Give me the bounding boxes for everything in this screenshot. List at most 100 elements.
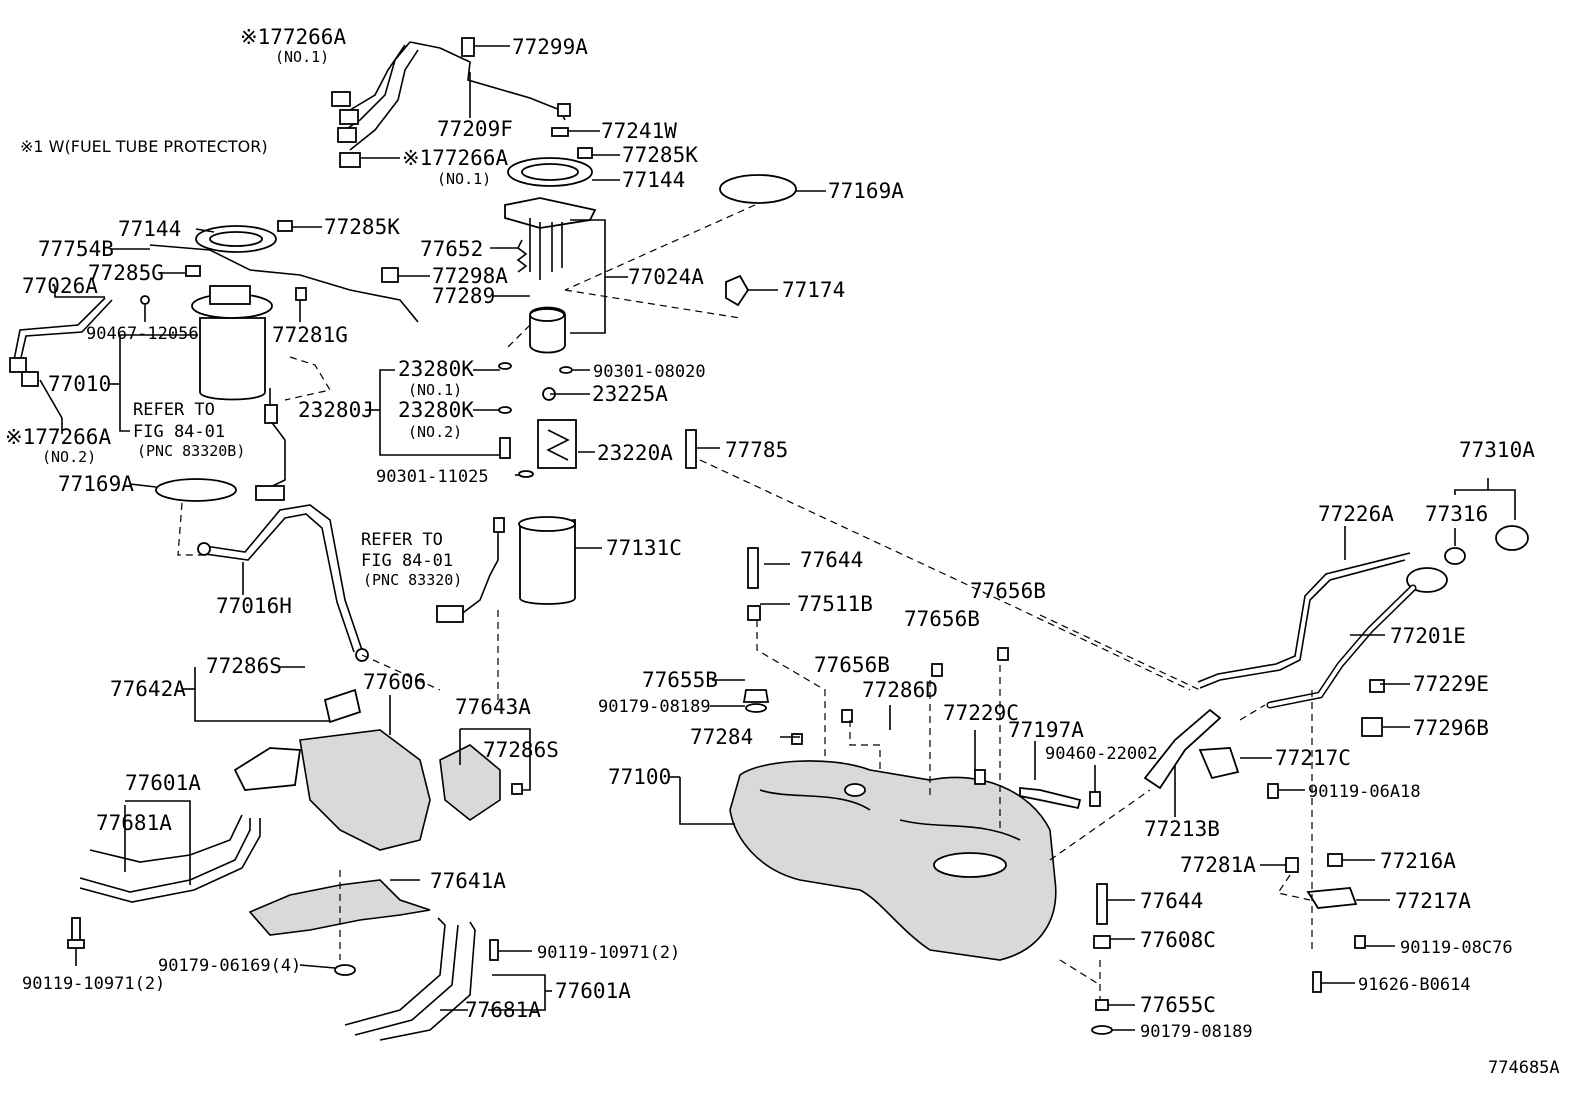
label-77606: 77606 — [363, 670, 426, 694]
label-77209F: 77209F — [437, 117, 513, 141]
label-refer-to-2: REFER TO — [361, 530, 443, 550]
label-77266A-no1-mid: ※177266A — [402, 146, 508, 170]
label-77217A: 77217A — [1395, 889, 1471, 913]
label-77299A: 77299A — [512, 35, 588, 59]
vent-tube — [149, 244, 419, 323]
label-77754B: 77754B — [38, 237, 114, 261]
label-77601A-a: 77601A — [125, 771, 201, 795]
label-77785: 77785 — [725, 438, 788, 462]
label-refer-pnc-1: (PNC 83320B) — [137, 442, 245, 460]
label-77197A: 77197A — [1008, 718, 1084, 742]
fuel-pump-assembly — [504, 197, 597, 354]
label-77131C: 77131C — [606, 536, 682, 560]
filler-pipe — [1197, 525, 1529, 709]
fuel-pump-module — [498, 362, 577, 478]
label-77169A-lower: 77169A — [58, 472, 134, 496]
sender-wiring — [259, 388, 286, 493]
label-77655C: 77655C — [1140, 993, 1216, 1017]
label-90119-10971-a: 90119-10971(2) — [22, 974, 165, 994]
label-77281A: 77281A — [1180, 853, 1256, 877]
label-77286S-a: 77286S — [206, 654, 282, 678]
label-77285G: 77285G — [88, 261, 164, 285]
label-77310A: 77310A — [1459, 438, 1535, 462]
label-90119-10971-b: 90119-10971(2) — [537, 943, 680, 963]
label-77284: 77284 — [690, 725, 753, 749]
label-refer-fig-2: FIG 84-01 — [361, 551, 453, 571]
label-77226A: 77226A — [1318, 502, 1394, 526]
label-refer-fig-1: FIG 84-01 — [133, 422, 225, 442]
label-23280K-no1: 23280K — [398, 357, 474, 381]
label-77213B: 77213B — [1144, 817, 1220, 841]
label-90301-08020: 90301-08020 — [593, 362, 706, 382]
label-77026A: 77026A — [22, 274, 98, 298]
label-77281G: 77281G — [272, 323, 348, 347]
harness-assembly — [331, 37, 593, 168]
label-77642A: 77642A — [110, 677, 186, 701]
label-77266A-no1-top: ※177266A — [240, 25, 346, 49]
label-23280K-no2-sub: (NO.2) — [408, 423, 462, 441]
label-90301-11025: 90301-11025 — [376, 467, 489, 487]
label-23225A: 23225A — [592, 382, 668, 406]
fuel-tank — [729, 760, 1057, 961]
label-90179-06169: 90179-06169(4) — [158, 956, 301, 976]
label-23220A: 23220A — [597, 441, 673, 465]
gasket-ring-upper — [719, 174, 797, 204]
label-77010: 77010 — [48, 372, 111, 396]
label-77656B-b: 77656B — [904, 607, 980, 631]
label-77511B: 77511B — [797, 592, 873, 616]
label-77266A-no1-mid-sub: (NO.1) — [437, 170, 491, 188]
protector-77643A — [439, 744, 501, 821]
connector-77785 — [685, 429, 697, 469]
label-77681A-a: 77681A — [96, 811, 172, 835]
label-77144-left: 77144 — [118, 217, 181, 241]
label-90119-06A18: 90119-06A18 — [1308, 782, 1421, 802]
note-fuel-tube-protector: ※1 W(FUEL TUBE PROTECTOR) — [20, 137, 268, 156]
label-77608C: 77608C — [1140, 928, 1216, 952]
label-77285K-top: 77285K — [622, 143, 698, 167]
fuel-tube-77016H — [204, 504, 363, 651]
label-refer-to-1: REFER TO — [133, 400, 215, 420]
label-77644-lower: 77644 — [1140, 889, 1203, 913]
label-77656B-a: 77656B — [970, 579, 1046, 603]
label-90179-08189-a: 90179-08189 — [598, 697, 711, 717]
label-77652: 77652 — [420, 237, 483, 261]
label-77641A: 77641A — [430, 869, 506, 893]
label-77266A-no2: ※177266A — [5, 425, 111, 449]
filter-housing — [436, 516, 576, 623]
label-77601A-b: 77601A — [555, 979, 631, 1003]
label-77201E: 77201E — [1390, 624, 1466, 648]
label-90460-22002: 90460-22002 — [1045, 744, 1158, 764]
label-77643A: 77643A — [455, 695, 531, 719]
label-77241W: 77241W — [601, 119, 677, 143]
label-77681A-b: 77681A — [465, 998, 541, 1022]
label-77298A: 77298A — [432, 264, 508, 288]
leader-lines — [39, 45, 1516, 1031]
label-77656B-c: 77656B — [814, 653, 890, 677]
label-23280K-no1-sub: (NO.1) — [408, 381, 462, 399]
label-23280J: 23280J — [298, 398, 374, 422]
label-77644-upper: 77644 — [800, 548, 863, 572]
label-77144-top: 77144 — [622, 168, 685, 192]
label-23280K-no2: 23280K — [398, 398, 474, 422]
label-77024A: 77024A — [628, 265, 704, 289]
label-77229C: 77229C — [943, 701, 1019, 725]
heat-shield-77606 — [299, 729, 431, 851]
label-77296B: 77296B — [1413, 716, 1489, 740]
reference-lines — [177, 204, 1313, 1000]
fuel-tube-77026A — [13, 297, 106, 361]
gasket-ring-lower — [155, 478, 237, 502]
figure-id: 774685A — [1488, 1058, 1560, 1078]
label-77316: 77316 — [1425, 502, 1488, 526]
label-77286D: 77286D — [862, 678, 938, 702]
label-77229E: 77229E — [1413, 672, 1489, 696]
lock-ring-upper — [507, 157, 593, 187]
label-77100: 77100 — [608, 765, 671, 789]
clip-77174 — [725, 274, 750, 307]
label-77286S-b: 77286S — [483, 738, 559, 762]
label-77016H: 77016H — [216, 594, 292, 618]
label-77285K-left: 77285K — [324, 215, 400, 239]
label-91626-B0614: 91626-B0614 — [1358, 975, 1471, 995]
label-77216A: 77216A — [1380, 849, 1456, 873]
